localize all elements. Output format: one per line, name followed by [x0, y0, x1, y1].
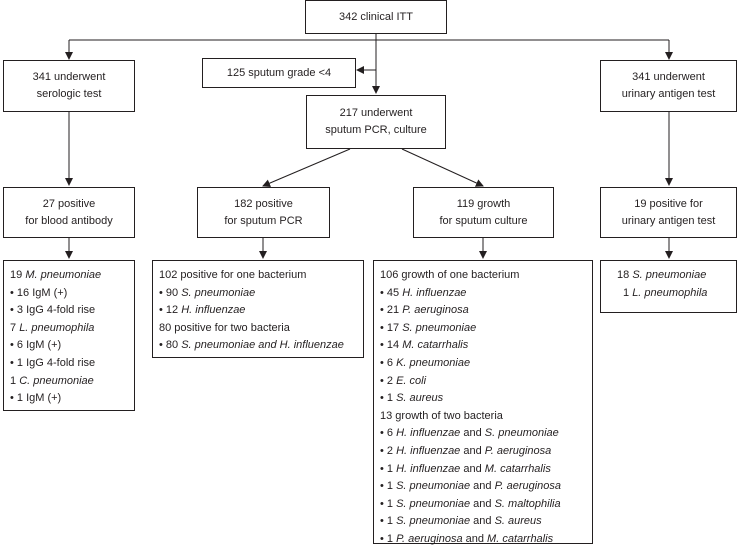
list-item: 1 L. pneumophila [623, 286, 708, 299]
blood-positive-box: 27 positive for blood antibody [3, 187, 135, 238]
list-item: • 6 IgM (+) [10, 339, 62, 352]
list-item: • 1 S. pneumoniae and S. aureus [380, 515, 542, 528]
culture-positive-line1: 119 growth [456, 197, 511, 210]
list-item: • 45 H. influenzae [380, 286, 467, 299]
blood-positive-line1: 27 positive [42, 197, 96, 210]
excluded-box: 125 sputum grade <4 [202, 58, 356, 88]
pcr-positive-line2: for sputum PCR [224, 214, 303, 227]
blood-detail-box: 19 M. pneumoniae • 16 IgM (+) • 3 IgG 4-… [3, 260, 135, 411]
list-item: • 1 IgM (+) [10, 392, 62, 405]
list-item: 19 M. pneumoniae [10, 269, 102, 281]
list-item: • 1 H. influenzae and M. catarrhalis [380, 462, 551, 475]
serologic-line1: 341 underwent [32, 71, 106, 83]
list-item: 18 S. pneumoniae [617, 269, 707, 281]
list-heading: 106 growth of one bacterium [380, 269, 520, 281]
pcr-detail-box: 102 positive for one bacterium • 90 S. p… [152, 260, 364, 358]
list-item: • 14 M. catarrhalis [380, 339, 469, 352]
list-item: • 6 H. influenzae and S. pneumoniae [380, 427, 559, 440]
list-item: • 2 E. coli [380, 374, 427, 387]
list-item: • 17 S. pneumoniae [380, 321, 477, 334]
list-item: • 1 S. pneumoniae and P. aeruginosa [380, 480, 562, 493]
urinary-detail-box: 18 S. pneumoniae 1 L. pneumophila [600, 260, 737, 313]
sputum-box: 217 underwent sputum PCR, culture [306, 95, 446, 149]
list-item: 7 L. pneumophila [10, 321, 95, 334]
list-heading: 80 positive for two bacteria [159, 321, 290, 334]
pcr-positive-line1: 182 positive [234, 197, 293, 210]
list-item: • 1 P. aeruginosa and M. catarrhalis [380, 532, 554, 545]
list-item: • 3 IgG 4-fold rise [10, 304, 96, 317]
itt-box: 342 clinical ITT [305, 0, 447, 34]
list-item: • 1 S. pneumoniae and S. maltophilia [380, 497, 561, 510]
sputum-line1: 217 underwent [339, 107, 413, 119]
list-item: • 1 IgG 4-fold rise [10, 356, 96, 369]
serologic-box: 341 underwent serologic test [3, 60, 135, 112]
list-item: • 21 P. aeruginosa [380, 304, 469, 317]
excluded-label: 125 sputum grade <4 [226, 66, 332, 79]
urinary-positive-line2: urinary antigen test [621, 214, 716, 227]
urinary-positive-box: 19 positive for urinary antigen test [600, 187, 737, 238]
list-item: • 6 K. pneumoniae [380, 356, 471, 369]
urinary-positive-line1: 19 positive for [634, 197, 703, 210]
list-heading: 13 growth of two bacteria [380, 409, 503, 422]
list-heading: 102 positive for one bacterium [159, 269, 307, 281]
list-item: • 2 H. influenzae and P. aeruginosa [380, 444, 552, 457]
list-item: • 12 H. influenzae [159, 304, 246, 317]
blood-positive-line2: for blood antibody [25, 214, 113, 227]
itt-label: 342 clinical ITT [339, 10, 413, 23]
serologic-line2: serologic test [36, 88, 102, 100]
list-item: • 16 IgM (+) [10, 286, 68, 299]
list-item: • 1 S. aureus [380, 392, 444, 405]
sputum-line2: sputum PCR, culture [325, 124, 427, 136]
culture-detail-box: 106 growth of one bacterium • 45 H. infl… [373, 260, 593, 545]
urinary-line1: 341 underwent [632, 71, 705, 83]
urinary-box: 341 underwent urinary antigen test [600, 60, 737, 112]
pcr-positive-box: 182 positive for sputum PCR [197, 187, 330, 238]
urinary-line2: urinary antigen test [621, 88, 716, 100]
list-item: • 80 S. pneumoniae and H. influenzae [159, 339, 344, 352]
list-item: • 90 S. pneumoniae [159, 286, 256, 299]
list-item: 1 C. pneumoniae [10, 374, 94, 387]
culture-positive-line2: for sputum culture [439, 214, 528, 227]
culture-positive-box: 119 growth for sputum culture [413, 187, 554, 238]
